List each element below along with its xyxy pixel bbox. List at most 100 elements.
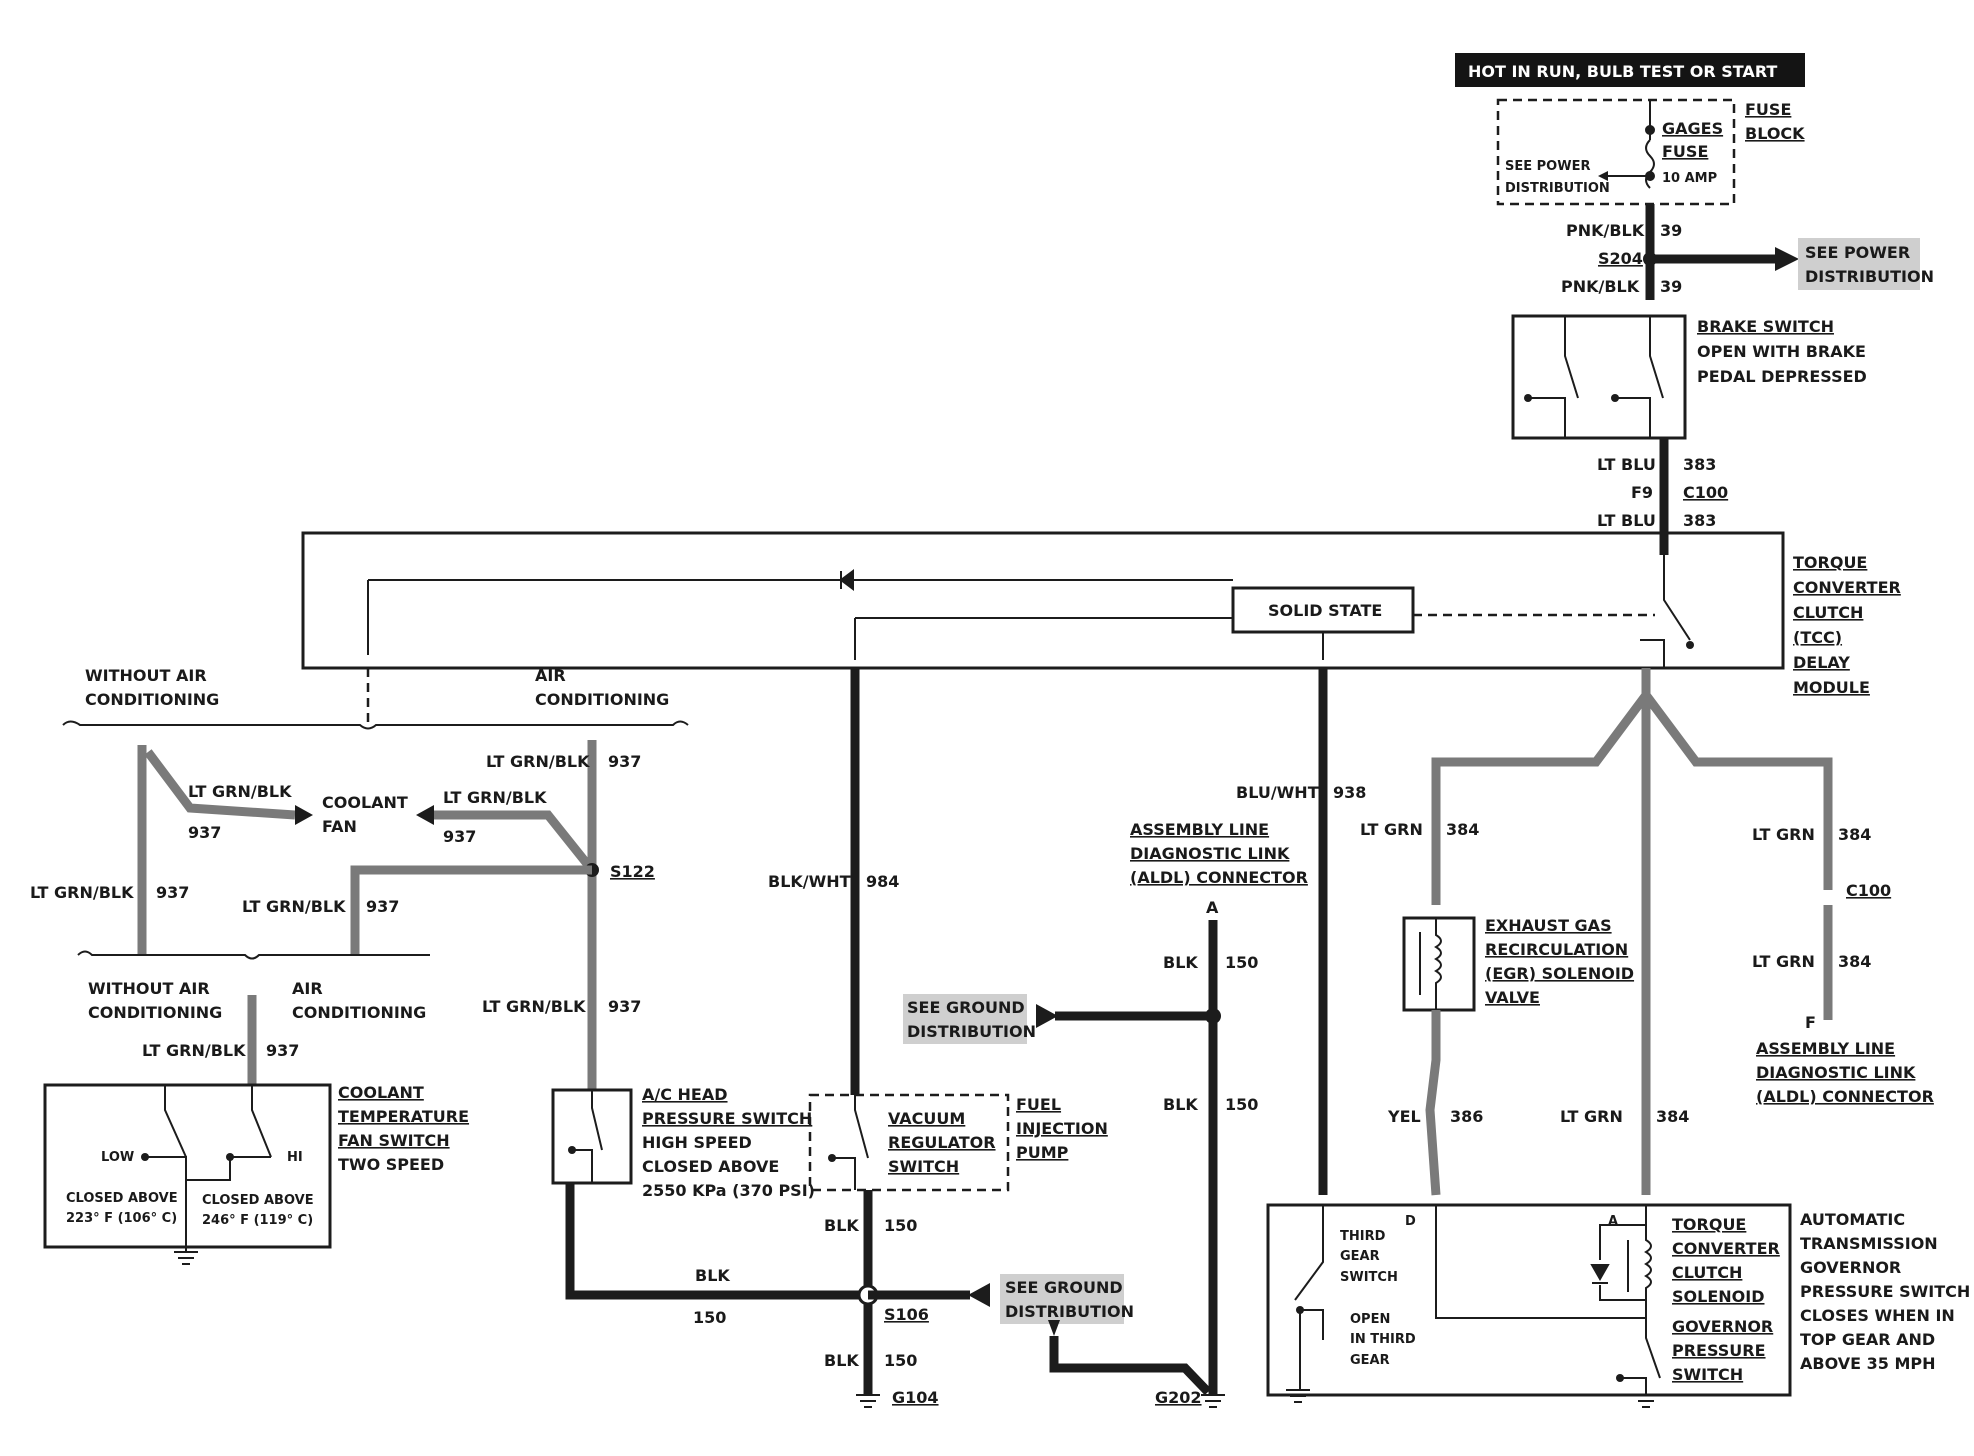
tgs-label-5: IN THIRD [1350,1332,1416,1347]
achp-label-3: HIGH SPEED [642,1133,752,1152]
coolant-temp-switch-contacts [145,1085,272,1180]
wire-937-color-7: LT GRN/BLK [482,997,586,1016]
fuse-block-label-1: FUSE [1745,100,1791,119]
wire-39-color-a: PNK/BLK [1566,221,1645,240]
brake-switch-label-3: PEDAL DEPRESSED [1697,367,1867,386]
wire-937-s122-branch [350,865,592,955]
wire-386-num: 386 [1450,1107,1483,1126]
wire-384-color-c: LT GRN [1752,952,1815,971]
gps-label-2: PRESSURE [1672,1341,1766,1360]
tccs-label-4: SOLENOID [1672,1287,1764,1306]
wire-to-g202 [1049,1336,1212,1396]
wire-938-num: 938 [1333,783,1366,802]
wire-938-color: BLU/WHT [1236,783,1319,802]
egr-label-3: (EGR) SOLENOID [1485,964,1634,983]
see-power-big-box [1798,238,1920,290]
closed-246-1: CLOSED ABOVE [202,1193,314,1208]
wire-386-color: YEL [1387,1107,1421,1126]
tgs-label-2: GEAR [1340,1249,1380,1264]
brake-switch-label-2: OPEN WITH BRAKE [1697,342,1866,361]
atg-label-4: PRESSURE SWITCH [1800,1282,1970,1301]
ac-bot-2: CONDITIONING [292,1003,426,1022]
tcc-diode-icon [1590,1264,1610,1284]
vrs-label-3: SWITCH [888,1157,959,1176]
pin-a2-label: A [1608,1214,1618,1229]
without-ac-bot-1: WITHOUT AIR [88,979,210,998]
ac-head-switch-contact [572,1090,603,1183]
brake-switch-pivot-1 [1524,394,1532,402]
wire-150-num-d: 150 [1225,953,1258,972]
without-ac-top-1: WITHOUT AIR [85,666,207,685]
gps-label-3: SWITCH [1672,1365,1743,1384]
wire-984-color: BLK/WHT [768,872,851,891]
without-ac-top-2: CONDITIONING [85,690,219,709]
ctfs-label-2: TEMPERATURE [338,1107,469,1126]
egr-solenoid-box [1402,916,1476,1012]
atg-label-7: ABOVE 35 MPH [1800,1354,1936,1373]
coolant-switch-pivot-low [141,1153,149,1161]
wire-384-num-b: 384 [1838,825,1871,844]
wire-150-num-b: 150 [693,1308,726,1327]
tcc-label-2: CONVERTER [1793,578,1901,597]
automatic-transmission-box [1266,1203,1792,1397]
aldl-pin-a: A [1206,898,1219,917]
tcc-solenoid-coil-icon [1599,1205,1652,1300]
wire-150-ac-to-s106 [565,1183,868,1300]
fuel-injection-pump-box [808,1093,1010,1192]
governor-switch-contact [1620,1318,1661,1395]
see-ground-2-box [1000,1274,1124,1324]
atg-label-6: TOP GEAR AND [1800,1330,1935,1349]
closed-223-1: CLOSED ABOVE [66,1191,178,1206]
ac-head-switch-pivot [568,1146,576,1154]
arrow-right-icon-2 [1036,1004,1058,1028]
wire-937-color-3: LT GRN/BLK [486,752,590,771]
wire-937-coolant-to-s122 [434,810,596,873]
tcc-label-5: DELAY [1793,653,1850,672]
solid-state-label: SOLID STATE [1268,601,1382,620]
egr-label-2: RECIRCULATION [1485,940,1628,959]
atg-label-3: GOVERNOR [1800,1258,1901,1277]
tcc-internal-switch [1640,555,1691,668]
wire-150-color-a: BLK [824,1216,859,1235]
brake-switch-pivot-2 [1611,394,1619,402]
wire-150-num-e: 150 [1225,1095,1258,1114]
ground-icon-trans-right [1634,1394,1658,1408]
aldl2-pin-f: F [1805,1013,1816,1032]
fuse-node-top [1645,125,1655,135]
coolant-fan-pin-right [416,805,434,825]
aldl2-label-3: (ALDL) CONNECTOR [1756,1087,1934,1106]
vacuum-reg-switch-contact [832,1095,869,1190]
third-gear-switch-blade [1294,1240,1324,1301]
egr-to-governor-line [1435,1205,1646,1319]
wire-150-color-d: BLK [1163,953,1198,972]
without-ac-bot-2: CONDITIONING [88,1003,222,1022]
tccs-label-2: CONVERTER [1672,1239,1780,1258]
gps-label-1: GOVERNOR [1672,1317,1773,1336]
wire-937-num-7: 937 [608,997,641,1016]
fip-label-1: FUEL [1016,1095,1061,1114]
tcc-delay-module-box [301,531,1785,670]
wire-150-color-c: BLK [824,1351,859,1370]
aldl-label-3: (ALDL) CONNECTOR [1130,868,1308,887]
wire-150-num-a: 150 [884,1216,917,1235]
diode-icon [839,569,854,591]
see-ground-1-box [903,994,1027,1044]
governor-switch-pivot [1616,1374,1624,1382]
wire-937-num-3: 937 [608,752,641,771]
ctfs-label-3: FAN SWITCH [338,1131,450,1150]
coolant-fan-label-2: FAN [322,817,357,836]
hot-in-run-label: HOT IN RUN, BULB TEST OR START [1468,62,1777,81]
aldl2-label-1: ASSEMBLY LINE [1756,1039,1895,1058]
arrow-left-icon-2 [968,1283,990,1307]
tcc-label-1: TORQUE [1793,553,1867,572]
ground-icon-trans-left [1286,1389,1310,1403]
achp-label-1: A/C HEAD [642,1085,728,1104]
aldl2-label-2: DIAGNOSTIC LINK [1756,1063,1916,1082]
ctfs-hi-label: HI [287,1150,303,1165]
ac-top-2: CONDITIONING [535,690,669,709]
wire-937-num-5: 937 [366,897,399,916]
wire-937-color-6: LT GRN/BLK [142,1041,246,1060]
wire-937-num-1: 937 [188,823,221,842]
wire-937-color-5: LT GRN/BLK [242,897,346,916]
